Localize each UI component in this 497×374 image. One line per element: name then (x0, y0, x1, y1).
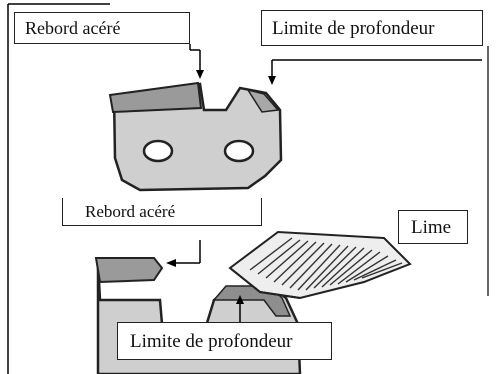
label-sharp-edge-bottom: Rebord acéré (62, 198, 262, 226)
rivet-hole-right (223, 139, 255, 163)
label-depth-limit-top: Limite de profondeur (261, 10, 483, 46)
top-cutter-tooth (108, 81, 283, 192)
label-file: Lime (398, 210, 468, 244)
arrow-depth-limit-bottom (236, 295, 244, 322)
arrow-depth-limit-top (268, 59, 482, 85)
label-sharp-edge-top: Rebord acéré (14, 12, 190, 44)
arrow-sharp-edge-bottom (166, 240, 201, 267)
rivet-hole-left (142, 139, 174, 163)
label-depth-limit-bottom: Limite de profondeur (117, 322, 332, 360)
file-tool (228, 230, 412, 300)
arrow-sharp-edge-top (189, 44, 204, 79)
